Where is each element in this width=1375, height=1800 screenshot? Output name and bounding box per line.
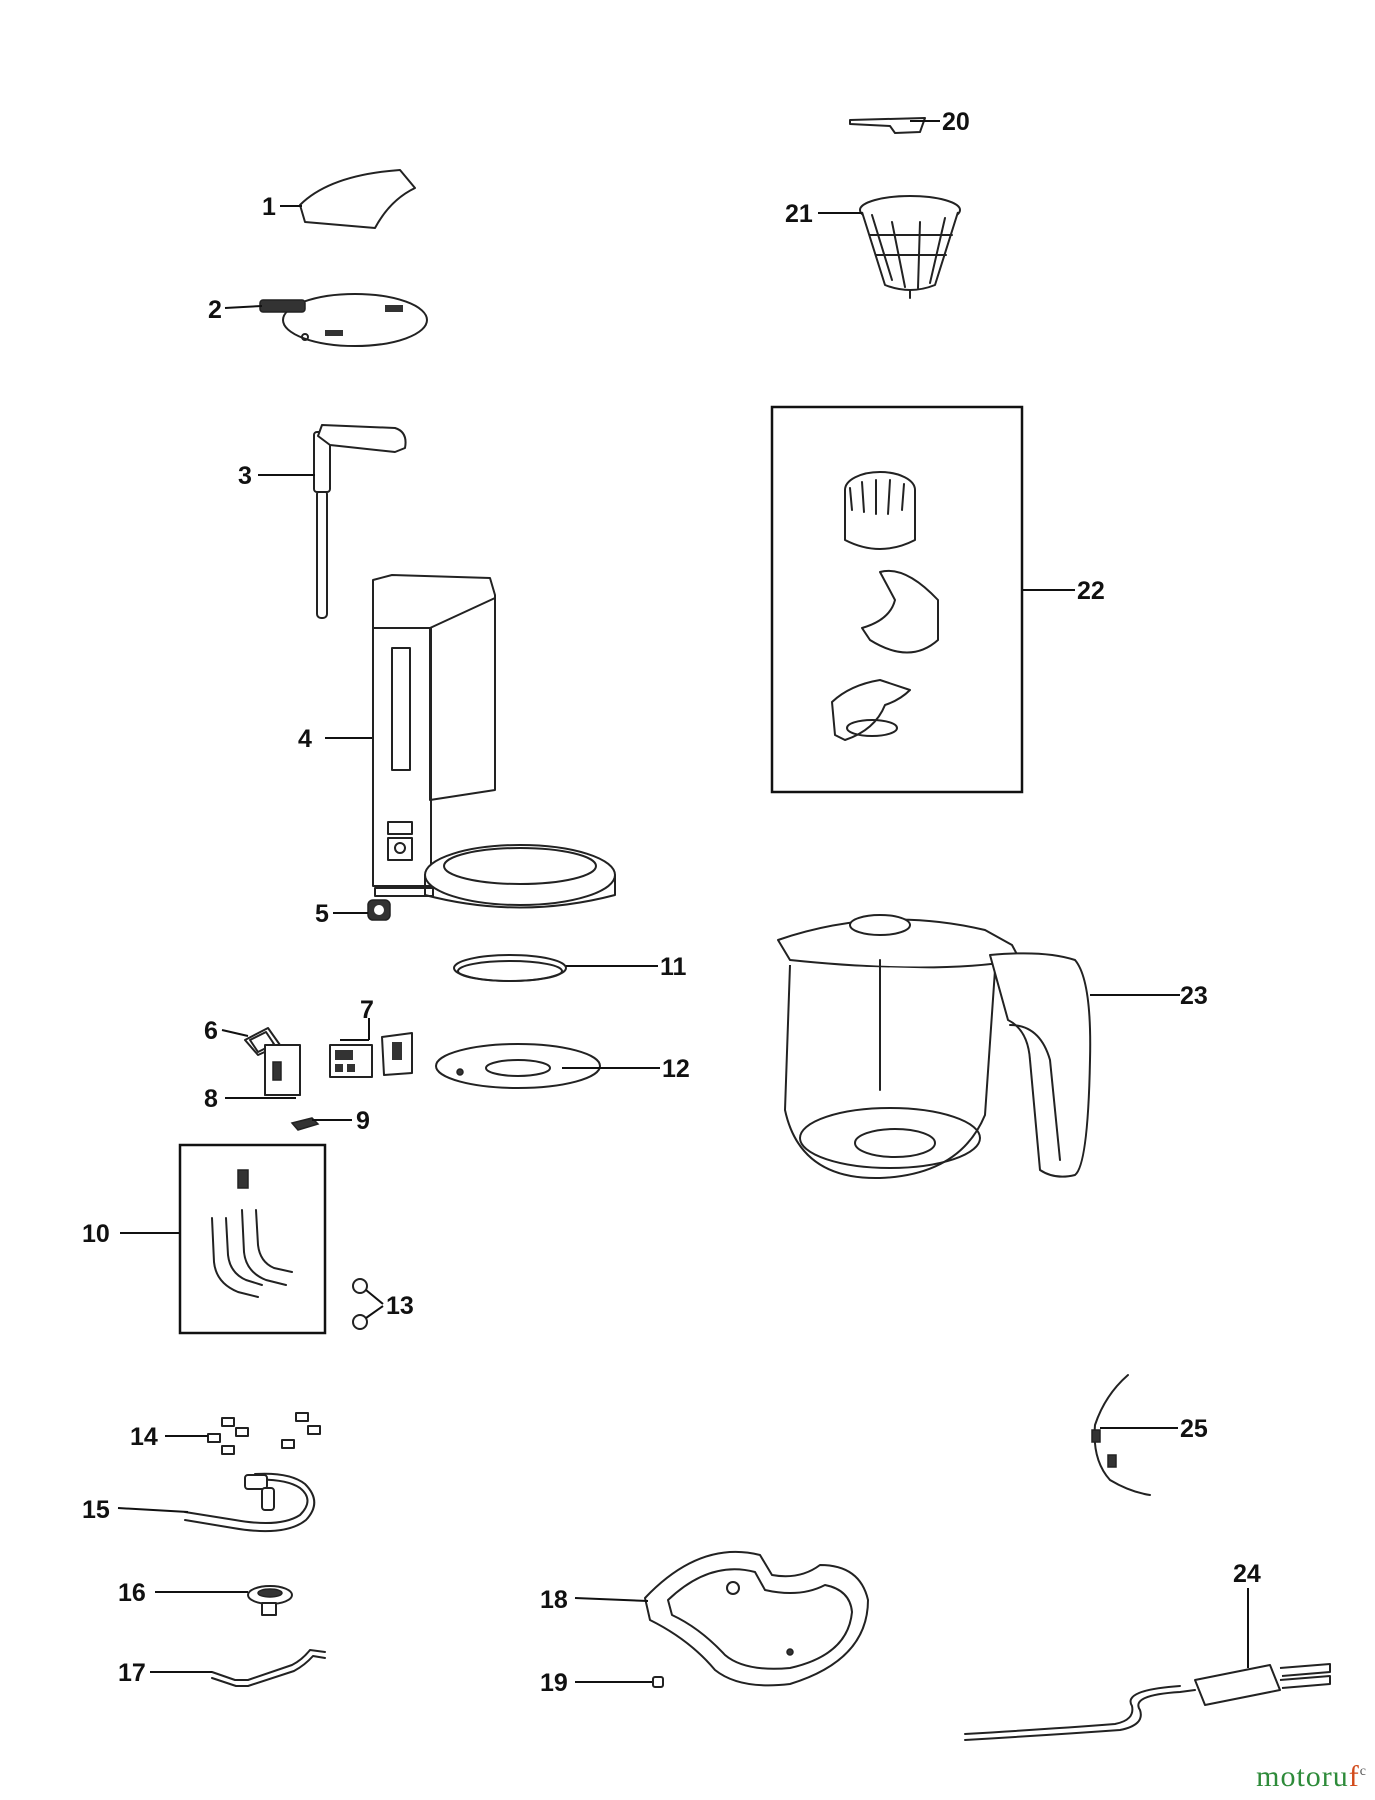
label-13: 13 bbox=[386, 1292, 414, 1320]
label-24: 24 bbox=[1233, 1560, 1261, 1588]
part-13-thermal-fuses[interactable] bbox=[352, 1278, 368, 1330]
part-24-power-cord[interactable] bbox=[964, 1663, 1331, 1741]
part-25-wire-harness[interactable] bbox=[1091, 1374, 1151, 1496]
label-18: 18 bbox=[540, 1586, 568, 1614]
part-22-filter-holder-set[interactable] bbox=[770, 405, 1024, 794]
label-1: 1 bbox=[262, 193, 276, 221]
label-10: 10 bbox=[82, 1220, 110, 1248]
label-14: 14 bbox=[130, 1423, 158, 1451]
part-18-base-plate[interactable] bbox=[644, 1551, 869, 1687]
part-5-foot[interactable] bbox=[367, 899, 391, 921]
label-15: 15 bbox=[82, 1496, 110, 1524]
label-12: 12 bbox=[662, 1055, 690, 1083]
label-19: 19 bbox=[540, 1669, 568, 1697]
part-2-shower-lid[interactable] bbox=[259, 293, 428, 347]
label-11: 11 bbox=[660, 953, 687, 981]
part-9-clip[interactable] bbox=[290, 1117, 320, 1131]
label-4: 4 bbox=[298, 725, 312, 753]
part-21-filter-basket[interactable] bbox=[859, 195, 961, 299]
part-12-warming-plate[interactable] bbox=[435, 1043, 601, 1089]
label-23: 23 bbox=[1180, 982, 1208, 1010]
part-4-housing[interactable] bbox=[372, 574, 616, 909]
part-16-thermostat[interactable] bbox=[247, 1585, 293, 1616]
watermark-logo: motorufc bbox=[1256, 1760, 1367, 1793]
label-9: 9 bbox=[356, 1107, 370, 1135]
label-7: 7 bbox=[360, 996, 374, 1024]
part-1-lid-cover[interactable] bbox=[299, 169, 416, 229]
label-8: 8 bbox=[204, 1085, 218, 1113]
part-19-cap[interactable] bbox=[652, 1676, 664, 1688]
label-21: 21 bbox=[785, 200, 813, 228]
part-3-outlet-tube[interactable] bbox=[313, 424, 407, 619]
label-17: 17 bbox=[118, 1659, 146, 1687]
part-23-carafe[interactable] bbox=[777, 914, 1092, 1180]
part-17-metal-strap[interactable] bbox=[211, 1649, 326, 1687]
label-3: 3 bbox=[238, 462, 252, 490]
part-15-heating-element[interactable] bbox=[184, 1472, 316, 1533]
label-22: 22 bbox=[1077, 577, 1105, 605]
label-25: 25 bbox=[1180, 1415, 1208, 1443]
label-20: 20 bbox=[942, 108, 970, 136]
label-5: 5 bbox=[315, 900, 329, 928]
part-11-sealing-ring[interactable] bbox=[453, 954, 567, 982]
part-14-clips[interactable] bbox=[207, 1412, 321, 1455]
part-10-hose-set[interactable] bbox=[178, 1143, 327, 1335]
part-20-measuring-spoon[interactable] bbox=[849, 117, 926, 134]
label-6: 6 bbox=[204, 1017, 218, 1045]
label-2: 2 bbox=[208, 296, 222, 324]
part-8-bracket[interactable] bbox=[264, 1044, 301, 1096]
part-7-control-board[interactable] bbox=[329, 1032, 413, 1078]
label-16: 16 bbox=[118, 1579, 146, 1607]
